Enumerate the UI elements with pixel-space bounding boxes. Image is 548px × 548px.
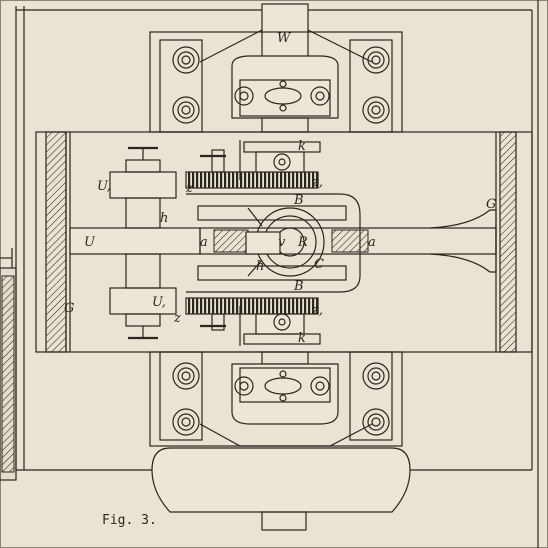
bottom-drum [151, 447, 411, 531]
top-bearing [149, 31, 403, 133]
label-a-right: a [368, 235, 376, 250]
label-G-right: G [486, 197, 496, 212]
label-G-left: G [64, 301, 74, 316]
label-h-upper: h [160, 211, 168, 226]
label-R: R [297, 235, 308, 250]
label-z1-lower: z, [311, 303, 323, 318]
central-housing [186, 193, 361, 293]
label-W: W [277, 31, 292, 46]
clamp-upper [109, 146, 177, 229]
bottom-bearing [149, 351, 403, 447]
left-partial-part [0, 248, 17, 481]
label-k-upper: k [298, 139, 306, 154]
label-U1-upper: U, [97, 179, 111, 194]
label-z-upper: z [185, 181, 193, 196]
label-B-upper: B [293, 193, 304, 208]
clamp-lower [109, 253, 177, 340]
figure-caption: Fig. 3. [102, 513, 157, 528]
label-z-lower: z [173, 311, 181, 326]
main-body [35, 131, 533, 353]
label-k-lower: k [298, 331, 306, 346]
label-z1-upper: z, [311, 175, 323, 190]
block-k-upper [239, 140, 321, 180]
gear-lower [185, 297, 319, 331]
label-v: v [278, 235, 286, 250]
label-U: U [84, 235, 96, 250]
label-a-left: a [200, 235, 208, 250]
shaft-U [69, 209, 497, 273]
block-k-lower [239, 306, 321, 346]
gear-upper [185, 149, 319, 189]
label-C: C [314, 257, 324, 272]
label-U1-lower: U, [152, 295, 166, 310]
label-B-lower: B [293, 279, 304, 294]
label-h-lower: h [256, 259, 264, 274]
